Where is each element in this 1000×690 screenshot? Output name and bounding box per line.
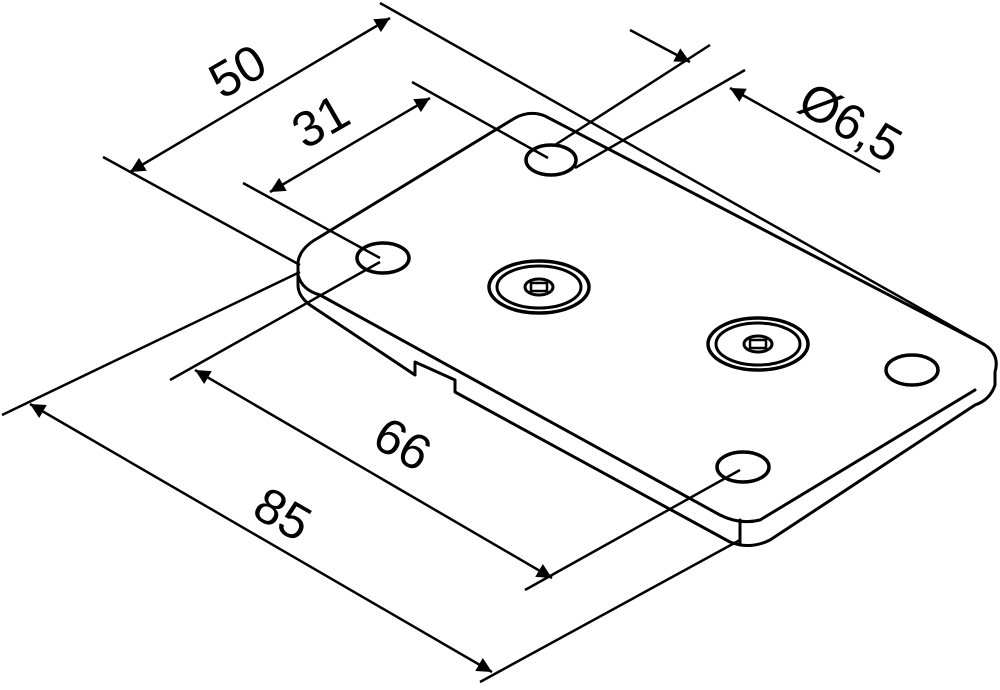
dimension-label-31: 31 [283,83,359,159]
dimension-line-diameter [629,28,691,64]
countersunk-screw [706,316,810,372]
dimension-label-66: 66 [365,406,441,482]
dimension-line-66 [194,368,553,580]
dimension-label-diameter: Ø6,5 [790,71,912,174]
mounting-hole [355,241,411,275]
dimension-line-50 [129,16,391,174]
dimension-line-diameter [729,86,881,174]
dimension-line-85 [29,402,493,674]
plate-outline [296,111,998,547]
dimension-label-85: 85 [245,476,321,552]
mounting-hole [884,353,940,387]
countersunk-screw [487,259,591,315]
extension-lines [1,1,986,684]
dimension-line-31 [269,96,431,194]
dimension-label-50: 50 [200,33,276,109]
